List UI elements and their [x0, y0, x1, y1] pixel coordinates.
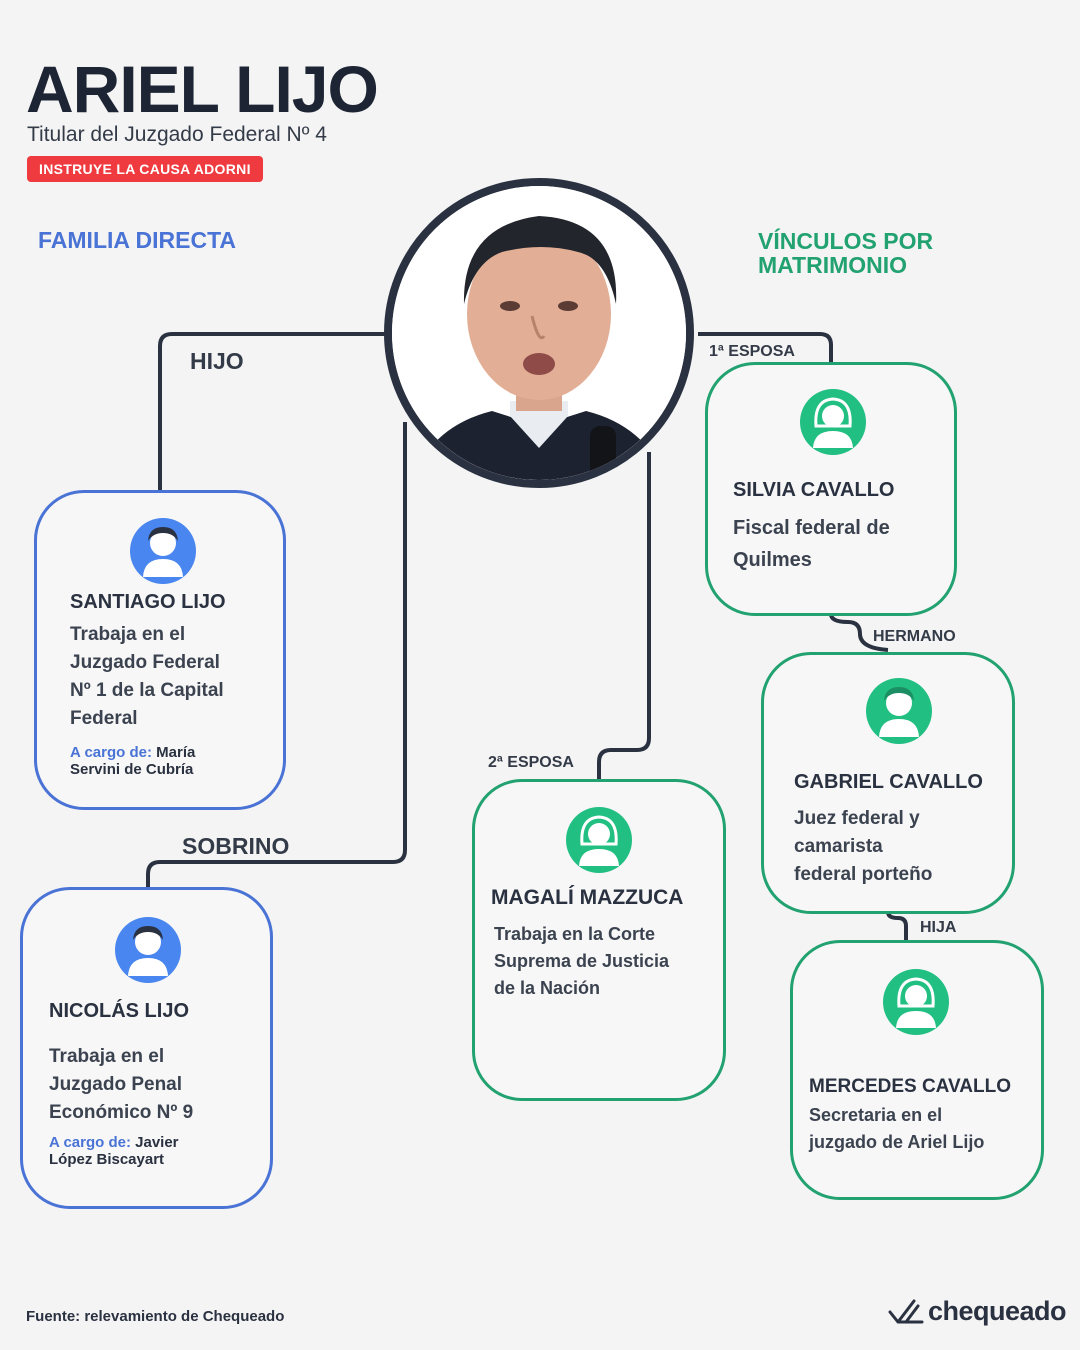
card-nicolas-lijo: NICOLÁS LIJO Trabaja en el Juzgado Penal… [20, 887, 273, 1209]
person-description: Juez federal y camarista federal porteño [794, 808, 933, 885]
line-esposa1 [698, 332, 833, 364]
page-title: ARIEL LIJO [26, 52, 379, 126]
female-avatar-icon [566, 807, 632, 873]
male-avatar-icon [130, 518, 196, 584]
card-gabriel-cavallo: GABRIEL CAVALLO Juez federal y camarista… [761, 652, 1015, 914]
male-avatar-icon [115, 917, 181, 983]
person-name: NICOLÁS LIJO [49, 1000, 190, 1022]
female-avatar-icon [883, 969, 949, 1035]
chequeado-logo[interactable]: chequeado [888, 1296, 1067, 1327]
relation-hermano: HERMANO [873, 628, 956, 645]
person-description: Fiscal federal de Quilmes [733, 517, 890, 571]
in-charge-of: A cargo de: María Servini de Cubría [70, 744, 196, 778]
case-badge: INSTRUYE LA CAUSA ADORNI [27, 156, 263, 182]
line-sobrino [146, 422, 407, 888]
portrait-illustration [392, 186, 686, 480]
person-description: Trabaja en el Juzgado Federal Nº 1 de la… [70, 624, 224, 729]
section-family-direct: FAMILIA DIRECTA [38, 227, 237, 253]
relation-sobrino: SOBRINO [182, 833, 290, 859]
check-logo-icon [888, 1299, 924, 1323]
logo-text: chequeado [928, 1296, 1067, 1326]
female-avatar-icon [800, 389, 866, 455]
person-description: Secretaria en el juzgado de Ariel Lijo [809, 1105, 985, 1152]
relation-hija: HIJA [920, 919, 957, 936]
line-hija [886, 911, 908, 942]
person-description: Trabaja en la Corte Suprema de Justicia … [494, 924, 670, 998]
relation-esposa1: 1ª ESPOSA [709, 343, 795, 360]
person-name: GABRIEL CAVALLO [794, 771, 983, 793]
card-mercedes-cavallo: MERCEDES CAVALLO Secretaria en el juzgad… [790, 940, 1044, 1200]
relation-hijo: HIJO [190, 348, 244, 374]
in-charge-of: A cargo de: Javier López Biscayart [49, 1134, 179, 1168]
person-name: MAGALÍ MAZZUCA [491, 886, 684, 909]
card-magali-mazzuca: MAGALÍ MAZZUCA Trabaja en la Corte Supre… [472, 779, 726, 1101]
section-marriage-links: VÍNCULOS POR MATRIMONIO [758, 228, 934, 278]
line-hermano [829, 613, 889, 652]
relation-esposa2: 2ª ESPOSA [488, 754, 574, 771]
line-hijo [158, 332, 386, 492]
male-avatar-icon [866, 678, 932, 744]
card-silvia-cavallo: SILVIA CAVALLO Fiscal federal de Quilmes [705, 362, 957, 616]
page-subtitle: Titular del Juzgado Federal Nº 4 [27, 123, 327, 146]
card-santiago-lijo: SANTIAGO LIJO Trabaja en el Juzgado Fede… [34, 490, 286, 810]
ariel-lijo-portrait [384, 178, 694, 488]
source-note: Fuente: relevamiento de Chequeado [26, 1308, 285, 1325]
line-esposa2 [597, 452, 651, 780]
person-name: SANTIAGO LIJO [70, 591, 226, 613]
person-name: MERCEDES CAVALLO [809, 1076, 1011, 1097]
person-name: SILVIA CAVALLO [733, 479, 895, 501]
person-description: Trabaja en el Juzgado Penal Económico Nº… [49, 1046, 194, 1123]
